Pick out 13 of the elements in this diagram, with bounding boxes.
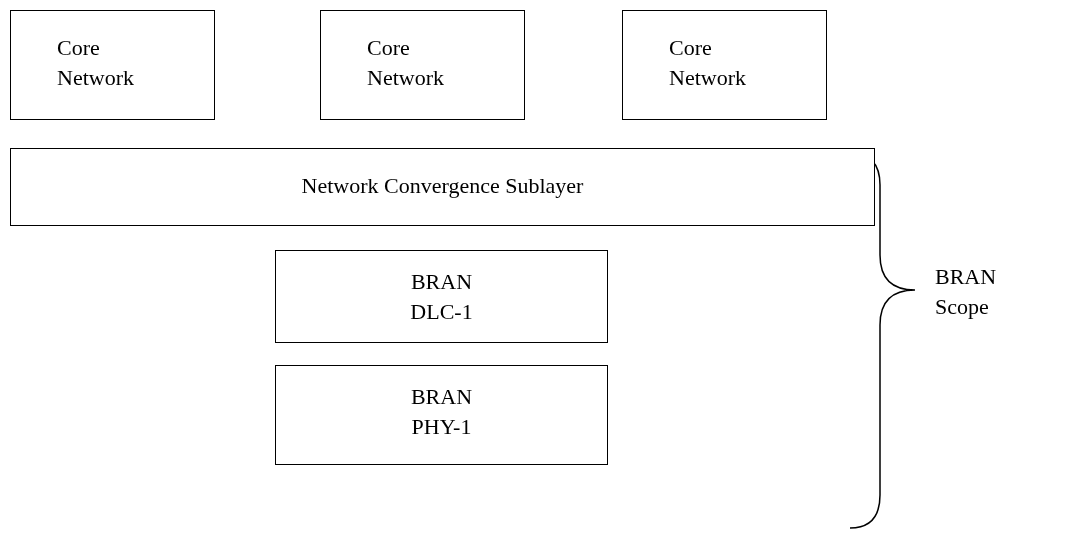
layer-box [622,10,827,120]
layer-label: Core Network [367,34,445,92]
layer-label: Core Network [57,34,135,92]
scope-label: BRAN Scope [935,263,995,321]
layer-label: Core Network [669,34,747,92]
layer-box [10,148,875,226]
layer-box [275,250,608,343]
layer-label: BRAN DLC-1 [409,268,474,326]
layer-label: Network Convergence Sublayer [300,172,585,200]
layer-box [275,365,608,465]
layer-box [10,10,215,120]
layer-label: BRAN PHY-1 [409,383,474,441]
layer-box [320,10,525,120]
